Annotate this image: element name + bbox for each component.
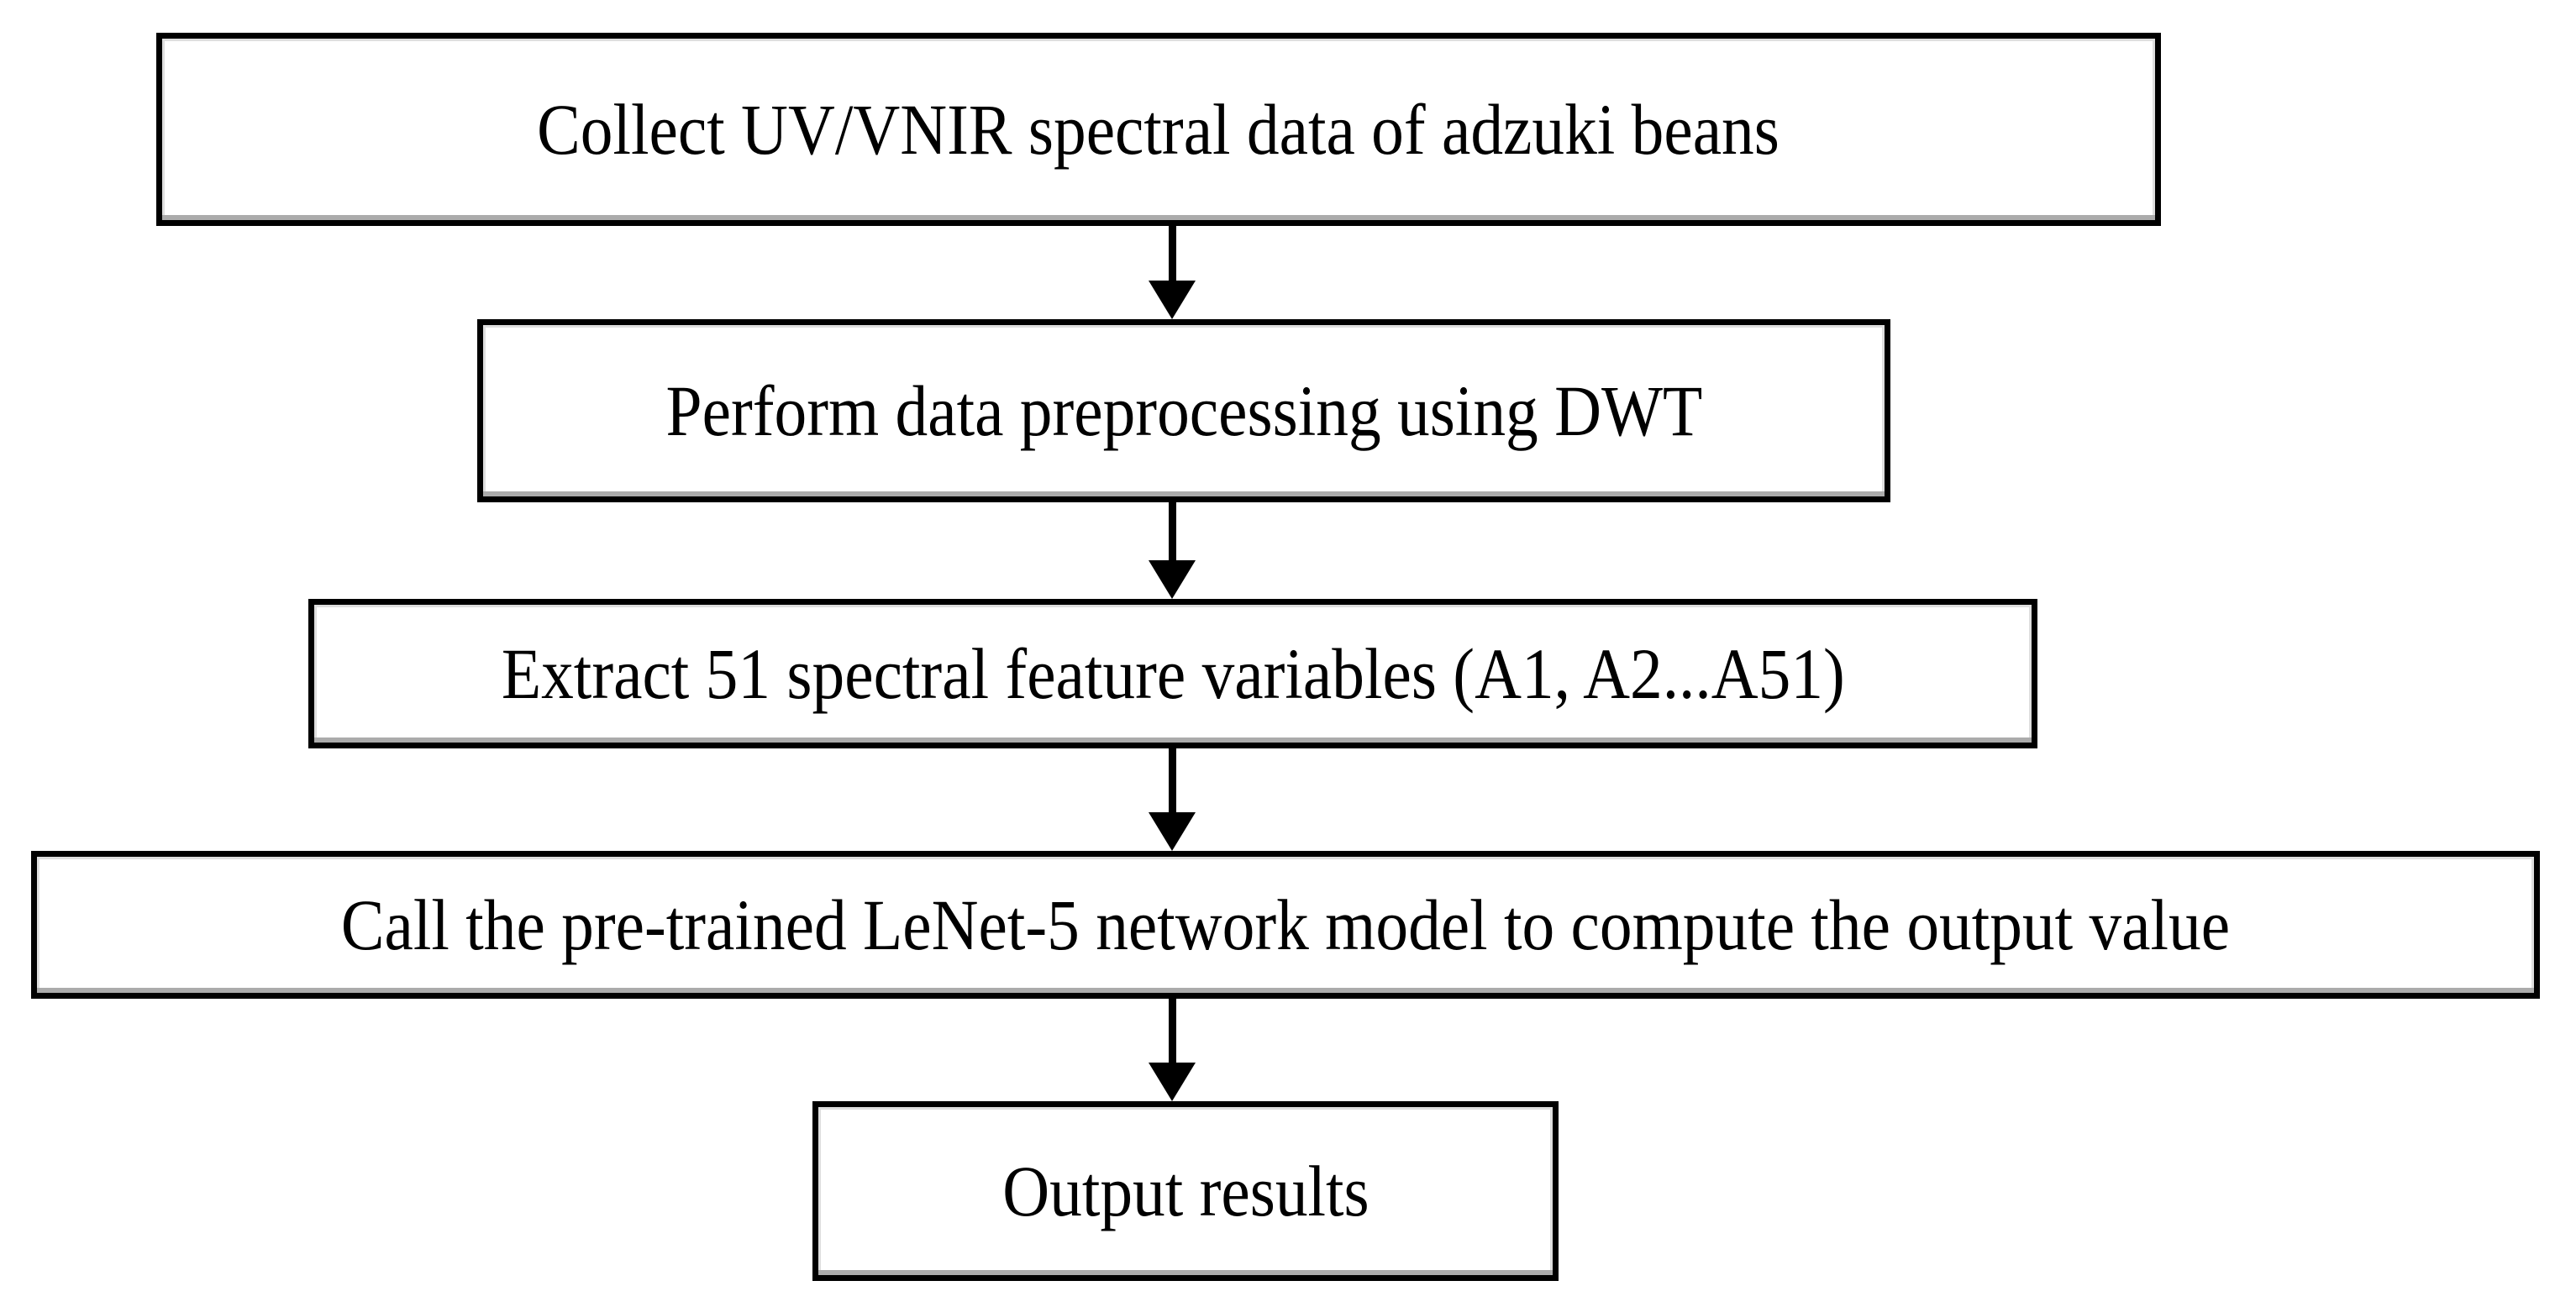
down-arrow-head-icon: [1149, 281, 1196, 319]
down-arrow-head-icon: [1149, 1063, 1196, 1101]
flow-step-label: Call the pre-trained LeNet-5 network mod…: [340, 884, 2231, 965]
down-arrow-line: [1169, 225, 1176, 286]
flow-step-extract-features: Extract 51 spectral feature variables (A…: [308, 599, 2037, 748]
flow-step-label: Perform data preprocessing using DWT: [665, 370, 1702, 451]
down-arrow-head-icon: [1149, 560, 1196, 599]
down-arrow-line: [1169, 998, 1176, 1068]
flow-step-output-results: Output results: [812, 1101, 1559, 1281]
flow-step-collect-spectral-data: Collect UV/VNIR spectral data of adzuki …: [156, 33, 2161, 226]
flow-step-label: Extract 51 spectral feature variables (A…: [501, 633, 1845, 714]
down-arrow-line: [1169, 498, 1176, 566]
down-arrow-head-icon: [1149, 812, 1196, 851]
flow-step-label: Output results: [1001, 1151, 1369, 1231]
flow-step-lenet5-compute: Call the pre-trained LeNet-5 network mod…: [31, 851, 2540, 999]
flow-step-label: Collect UV/VNIR spectral data of adzuki …: [537, 89, 1780, 170]
down-arrow-line: [1169, 746, 1176, 818]
flow-step-preprocess-dwt: Perform data preprocessing using DWT: [477, 319, 1890, 502]
